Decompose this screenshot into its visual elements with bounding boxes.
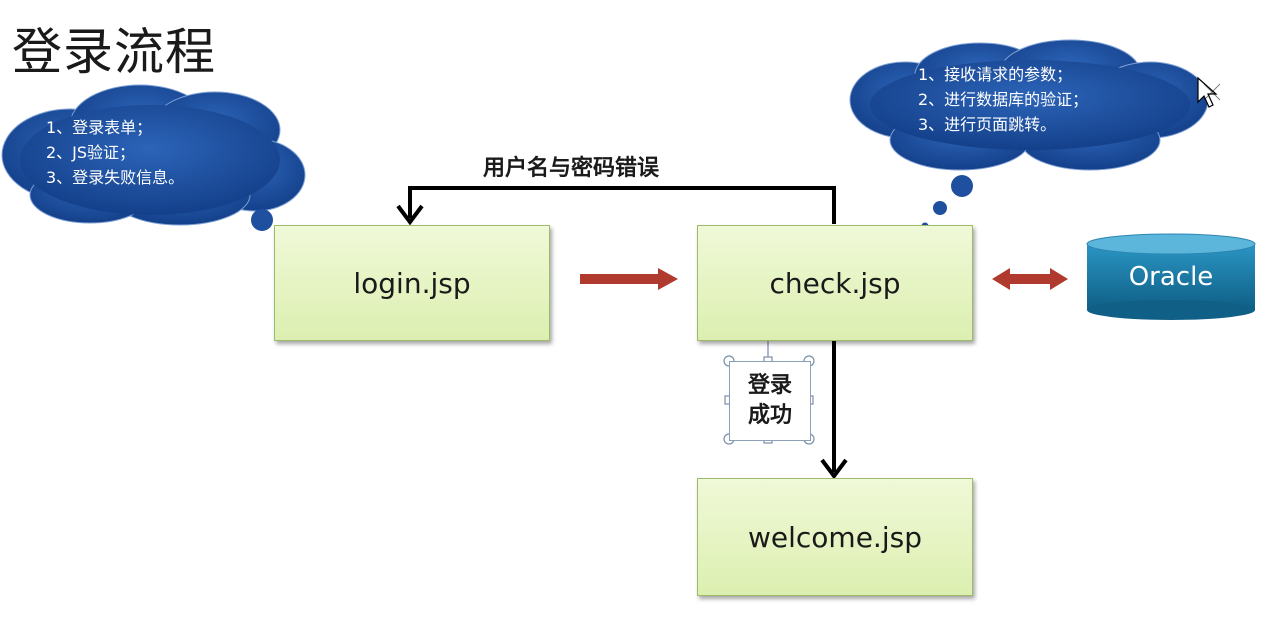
database-arrow (992, 268, 1068, 290)
page-title: 登录流程 (12, 23, 216, 81)
error-arrow (396, 186, 836, 226)
login-node-label: login.jsp (353, 266, 471, 300)
right-cloud-line: 3、进行页面跳转。 (918, 115, 1057, 134)
welcome-node[interactable]: welcome.jsp (697, 478, 973, 596)
login-node[interactable]: login.jsp (274, 225, 550, 341)
left-cloud-line: 3、登录失败信息。 (46, 168, 185, 187)
right-cloud-line: 1、接收请求的参数； (918, 65, 1073, 84)
success-label-box[interactable]: 登录 成功 (729, 361, 811, 441)
oracle-label: Oracle (1128, 262, 1214, 292)
right-thought-cloud (849, 39, 1209, 230)
success-label-line: 登录 (747, 373, 792, 398)
error-label: 用户名与密码错误 (483, 156, 660, 181)
right-cloud-text: 1、接收请求的参数； 2、进行数据库的验证； 3、进行页面跳转。 (918, 62, 1088, 137)
oracle-database (1086, 233, 1256, 320)
welcome-node-label: welcome.jsp (748, 520, 922, 554)
left-cloud-line: 1、登录表单； (46, 118, 153, 137)
left-cloud-line: 2、JS验证； (46, 143, 136, 162)
success-arrow (820, 340, 848, 480)
check-node[interactable]: check.jsp (697, 225, 973, 341)
check-node-label: check.jsp (769, 266, 901, 300)
mouse-cursor-icon (1197, 76, 1221, 108)
left-thought-cloud (1, 84, 306, 248)
success-label-line: 成功 (747, 403, 792, 428)
right-cloud-line: 2、进行数据库的验证； (918, 90, 1089, 109)
request-arrow (580, 268, 678, 290)
left-cloud-text: 1、登录表单； 2、JS验证； 3、登录失败信息。 (46, 115, 184, 190)
